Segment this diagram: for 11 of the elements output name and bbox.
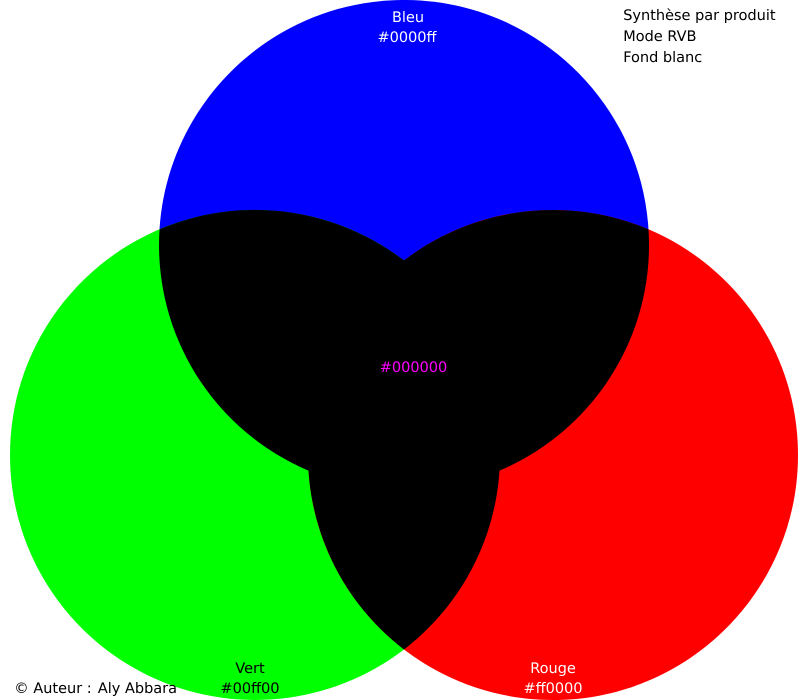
circle-label: Rouge <box>532 662 576 676</box>
note-text: Fond blanc <box>624 50 702 62</box>
note-text: Synthèse par produit <box>624 8 776 23</box>
author-credit: © Auteur : Aly Abbara <box>16 682 176 696</box>
hex-code: #00ff00 <box>222 682 279 694</box>
hex-code: #0000ff <box>378 30 437 42</box>
circle-label: Bleu <box>393 10 423 22</box>
circle-label: Vert <box>235 662 264 674</box>
hex-code: #ff0000 <box>524 682 582 694</box>
note-text: Mode RVB <box>624 30 696 42</box>
hex-code: #000000 <box>380 361 446 372</box>
